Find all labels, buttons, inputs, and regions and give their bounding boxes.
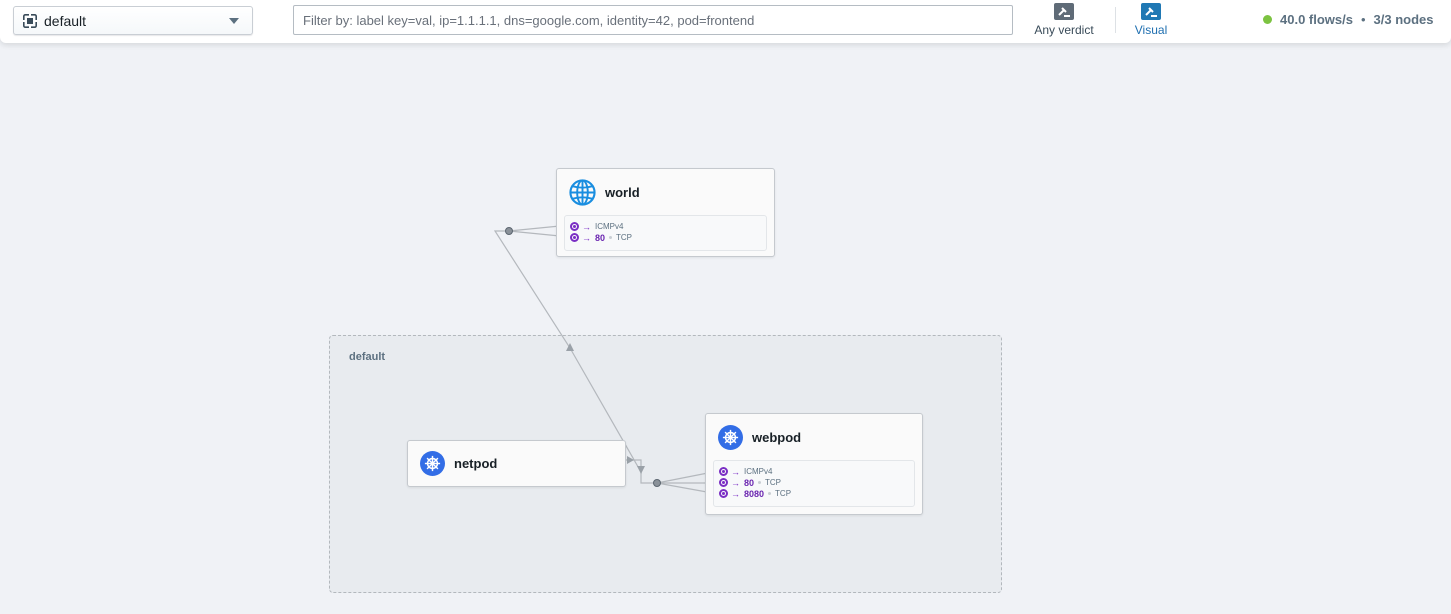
namespace-icon — [23, 13, 37, 28]
port-row[interactable]: → ICMPv4 — [719, 466, 914, 477]
port-number: 8080 — [744, 488, 765, 499]
port-row[interactable]: → 8080 TCP — [719, 488, 914, 499]
namespace-group-label: default — [349, 351, 386, 363]
toolbar-divider — [1115, 7, 1116, 33]
port-row[interactable]: → 80 TCP — [719, 477, 914, 488]
world-node-header: world — [569, 179, 640, 206]
arrow-right-icon: → — [731, 477, 740, 488]
flow-filter-input[interactable] — [293, 5, 1013, 35]
port-icon — [570, 222, 579, 231]
globe-icon — [569, 179, 596, 206]
port-protocol: ICMPv4 — [744, 467, 773, 476]
nodes-count: 3/3 nodes — [1373, 12, 1434, 27]
netpod-node-card[interactable]: netpod — [407, 440, 626, 487]
arrow-right-icon: → — [582, 232, 591, 243]
arrow-right-icon: → — [731, 466, 740, 477]
port-icon — [719, 478, 728, 487]
webpod-node-header: webpod — [718, 425, 801, 450]
port-separator — [758, 481, 762, 484]
port-protocol: TCP — [616, 233, 633, 242]
visual-icon — [1141, 3, 1161, 20]
port-protocol: TCP — [775, 489, 792, 498]
verdict-filter-button[interactable]: Any verdict — [1033, 3, 1095, 39]
port-separator — [768, 492, 772, 495]
port-icon — [719, 489, 728, 498]
netpod-node-header: netpod — [420, 451, 497, 476]
namespace-selector-label: default — [44, 12, 87, 29]
world-ports-list: → ICMPv4 → 80 TCP — [564, 215, 767, 251]
verdict-filter-label: Any verdict — [1034, 23, 1094, 37]
port-separator — [609, 236, 613, 239]
status-indicator-icon — [1263, 15, 1272, 24]
port-number: 80 — [595, 232, 606, 243]
arrow-right-icon: → — [582, 221, 591, 232]
arrow-right-icon: → — [731, 488, 740, 499]
namespace-selector[interactable]: default — [13, 6, 253, 35]
port-protocol: ICMPv4 — [595, 222, 624, 231]
port-row[interactable]: → ICMPv4 — [570, 221, 766, 232]
flow-status: 40.0 flows/s • 3/3 nodes — [1263, 12, 1434, 27]
world-node-card[interactable]: world → ICMPv4 → 80 TCP — [556, 168, 775, 257]
netpod-node-name: netpod — [454, 456, 498, 471]
status-separator: • — [1360, 12, 1366, 27]
chevron-down-icon — [229, 18, 239, 24]
visual-view-label: Visual — [1134, 23, 1168, 37]
world-node-name: world — [605, 185, 640, 200]
visual-view-button[interactable]: Visual — [1133, 3, 1169, 39]
webpod-ports-list: → ICMPv4 → 80 TCP → 8080 TCP — [713, 460, 915, 507]
flows-rate: 40.0 flows/s — [1280, 12, 1353, 27]
port-number: 80 — [744, 477, 755, 488]
port-row[interactable]: → 80 TCP — [570, 232, 766, 243]
verdict-icon — [1054, 3, 1074, 20]
webpod-node-name: webpod — [752, 430, 802, 445]
port-icon — [719, 467, 728, 476]
port-icon — [570, 233, 579, 242]
top-bar: default Any verdict Visual 40.0 flows/s … — [0, 0, 1451, 43]
port-protocol: TCP — [765, 478, 782, 487]
webpod-node-card[interactable]: webpod → ICMPv4 → 80 TCP → 8080 TCP — [705, 413, 923, 515]
kubernetes-icon — [718, 425, 743, 450]
kubernetes-icon — [420, 451, 445, 476]
